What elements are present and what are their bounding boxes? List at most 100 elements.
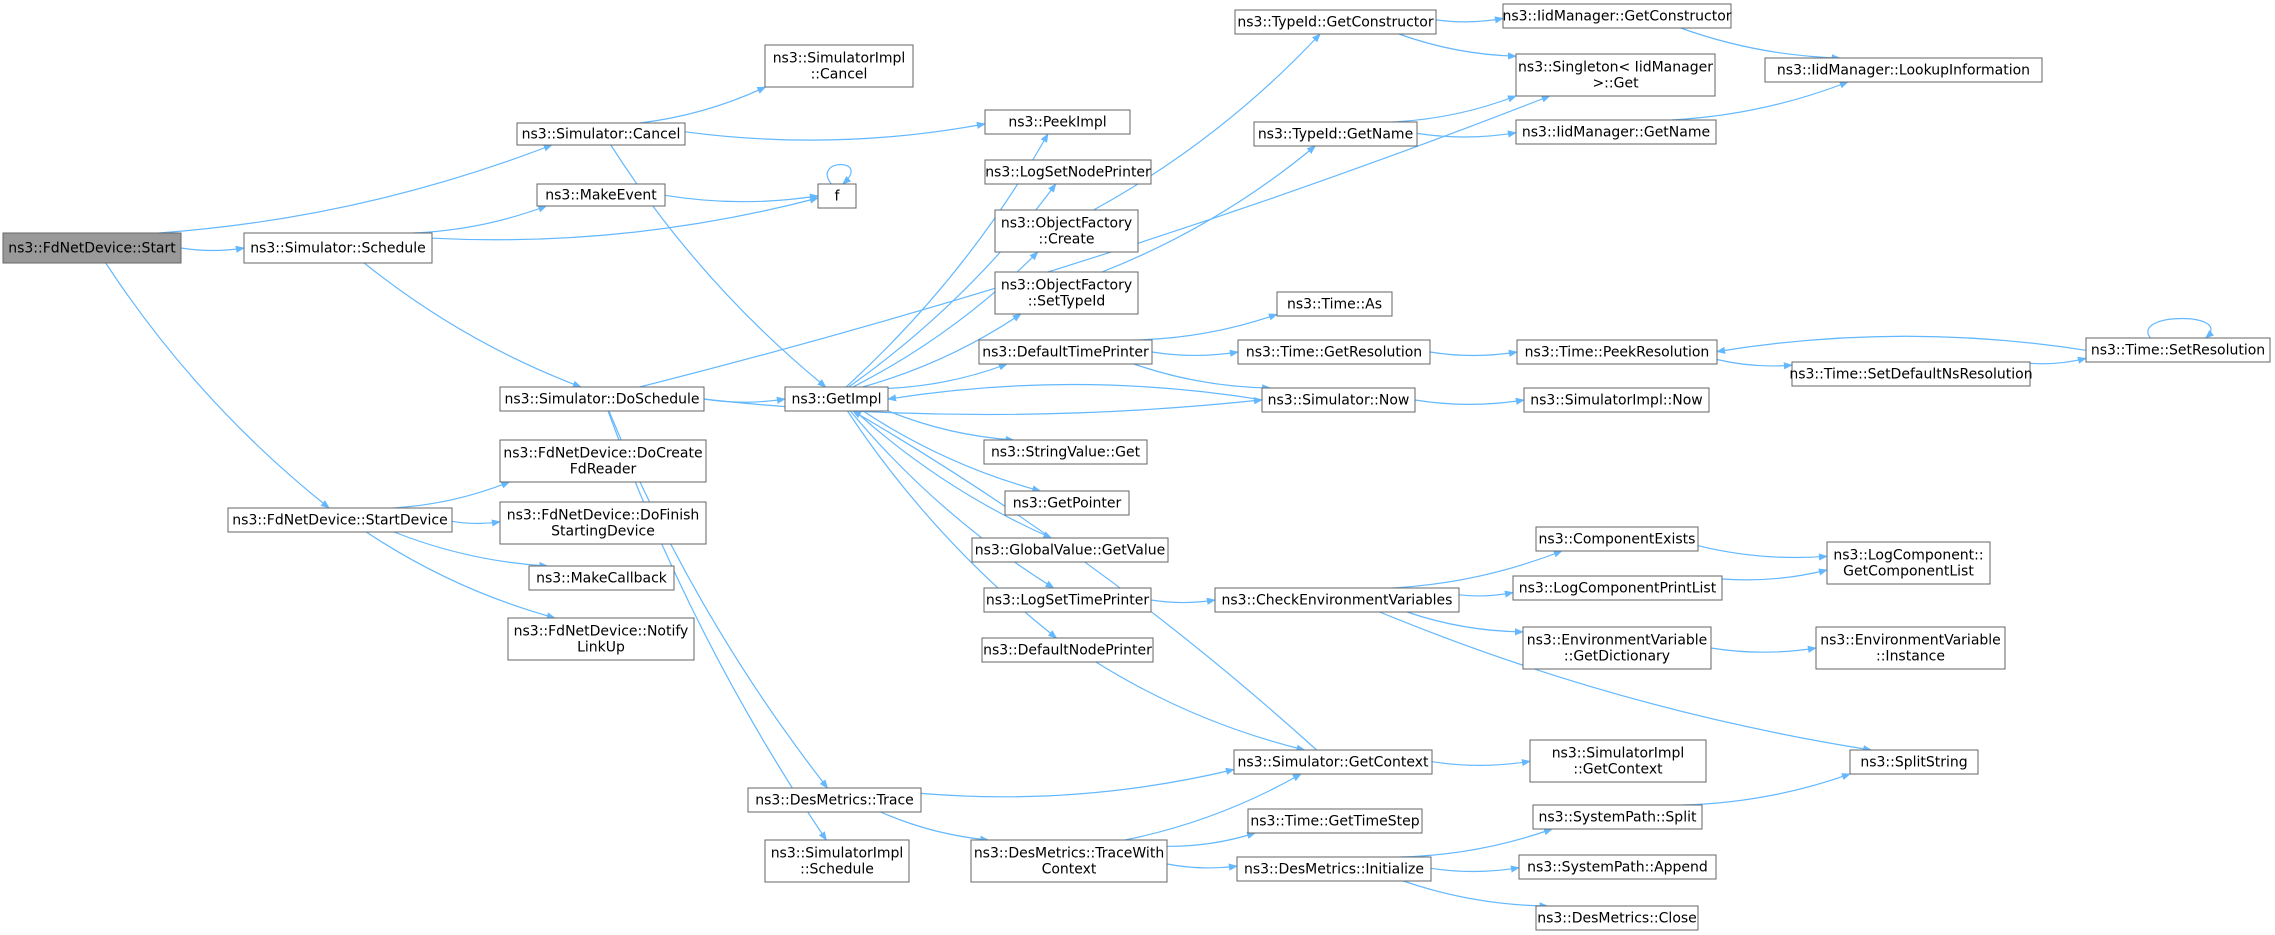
node-componentExists[interactable]: ns3::ComponentExists bbox=[1535, 526, 1699, 552]
call-edge bbox=[639, 95, 1551, 388]
call-edge bbox=[1392, 550, 1563, 589]
node-getPointer[interactable]: ns3::GetPointer bbox=[1004, 490, 1130, 516]
node-box bbox=[994, 209, 1139, 253]
call-edge bbox=[1710, 645, 1817, 653]
node-box bbox=[1522, 626, 1712, 670]
call-edge bbox=[1166, 863, 1238, 871]
node-defaultNodePrinter[interactable]: ns3::DefaultNodePrinter bbox=[981, 637, 1154, 663]
node-sysPathSplit[interactable]: ns3::SystemPath::Split bbox=[1532, 804, 1703, 830]
node-box bbox=[2, 232, 182, 264]
node-label: ns3::SplitString bbox=[1860, 755, 1967, 771]
node-checkEnvVars[interactable]: ns3::CheckEnvironmentVariables bbox=[1214, 587, 1460, 613]
node-label: ns3::FdNetDevice::StartDevice bbox=[232, 513, 447, 529]
node-label: ns3::SimulatorImpl bbox=[1552, 746, 1685, 762]
node-label: ns3::ObjectFactory bbox=[1001, 278, 1132, 294]
call-edge bbox=[1379, 611, 1873, 753]
node-box bbox=[1512, 575, 1723, 601]
call-edge bbox=[852, 410, 1318, 751]
node-sysPathAppend[interactable]: ns3::SystemPath::Append bbox=[1518, 854, 1717, 880]
call-edge-line bbox=[1093, 33, 1321, 211]
node-stringValueGet[interactable]: ns3::StringValue::Get bbox=[983, 439, 1148, 465]
node-peekImpl[interactable]: ns3::PeekImpl bbox=[984, 109, 1131, 135]
node-getImpl[interactable]: ns3::GetImpl bbox=[784, 386, 889, 412]
node-logSetNodePrinter[interactable]: ns3::LogSetNodePrinter bbox=[984, 159, 1152, 185]
node-label: ns3::TypeId::GetName bbox=[1258, 127, 1413, 143]
call-edge-line bbox=[1710, 645, 1817, 653]
node-label: ::GetDictionary bbox=[1564, 649, 1670, 665]
call-edge bbox=[1093, 33, 1321, 211]
node-timeAs[interactable]: ns3::Time::As bbox=[1276, 291, 1393, 317]
node-typeIdGetConstructor[interactable]: ns3::TypeId::GetConstructor bbox=[1234, 9, 1437, 35]
call-edge-line bbox=[1151, 349, 1239, 357]
node-timeSetResolution[interactable]: ns3::Time::SetResolution bbox=[2085, 337, 2271, 363]
node-splitString[interactable]: ns3::SplitString bbox=[1849, 749, 1979, 775]
node-makeEvent[interactable]: ns3::MakeEvent bbox=[536, 183, 666, 207]
node-label: Context bbox=[1042, 862, 1097, 878]
call-edge bbox=[365, 531, 556, 620]
node-cancel[interactable]: ns3::Simulator::Cancel bbox=[516, 122, 686, 146]
node-simImplGetContext[interactable]: ns3::SimulatorImpl::GetContext bbox=[1529, 739, 1707, 783]
node-box bbox=[1234, 9, 1437, 35]
node-typeIdGetName[interactable]: ns3::TypeId::GetName bbox=[1253, 121, 1418, 147]
node-globalValueGetValue[interactable]: ns3::GlobalValue::GetValue bbox=[971, 537, 1169, 563]
node-box bbox=[981, 637, 1154, 663]
node-logComponentGetComponentList[interactable]: ns3::LogComponent::GetComponentList bbox=[1826, 541, 1991, 585]
call-edge-line bbox=[849, 410, 1055, 589]
node-ofSetTypeId[interactable]: ns3::ObjectFactory::SetTypeId bbox=[994, 271, 1139, 315]
node-iidGetName[interactable]: ns3::IidManager::GetName bbox=[1515, 119, 1717, 145]
node-makeCallback[interactable]: ns3::MakeCallback bbox=[528, 565, 675, 591]
call-edge-line bbox=[1721, 568, 1828, 581]
call-edge bbox=[1398, 33, 1517, 60]
node-timeSetDefaultNsResolution[interactable]: ns3::Time::SetDefaultNsResolution bbox=[1789, 361, 2033, 387]
node-defaultTimePrinter[interactable]: ns3::DefaultTimePrinter bbox=[978, 339, 1153, 365]
call-edge-line bbox=[158, 144, 553, 234]
node-label: ns3::DefaultNodePrinter bbox=[983, 643, 1152, 659]
node-box bbox=[1532, 804, 1703, 830]
node-label: ::GetContext bbox=[1573, 762, 1663, 778]
call-edge bbox=[451, 519, 501, 527]
node-schedule[interactable]: ns3::Simulator::Schedule bbox=[243, 232, 433, 264]
node-box bbox=[747, 787, 922, 813]
node-logComponentPrintList[interactable]: ns3::LogComponentPrintList bbox=[1512, 575, 1723, 601]
node-simImplCancel[interactable]: ns3::SimulatorImpl::Cancel bbox=[764, 44, 914, 88]
call-edge bbox=[1124, 773, 1302, 841]
node-simGetContext[interactable]: ns3::Simulator::GetContext bbox=[1233, 749, 1433, 775]
call-edge bbox=[393, 481, 511, 509]
node-desInitialize[interactable]: ns3::DesMetrics::Initialize bbox=[1236, 856, 1432, 882]
node-simImplSchedule[interactable]: ns3::SimulatorImpl::Schedule bbox=[764, 839, 910, 883]
call-edge-line bbox=[1403, 880, 1549, 910]
node-envVarGetDictionary[interactable]: ns3::EnvironmentVariable::GetDictionary bbox=[1522, 626, 1712, 670]
node-singletonGet[interactable]: ns3::Singleton< IidManager>::Get bbox=[1515, 53, 1716, 97]
node-timePeekResolution[interactable]: ns3::Time::PeekResolution bbox=[1516, 339, 1718, 365]
node-timeGetTimeStep[interactable]: ns3::Time::GetTimeStep bbox=[1247, 808, 1423, 834]
call-edge bbox=[1721, 568, 1828, 581]
node-desClose[interactable]: ns3::DesMetrics::Close bbox=[1535, 905, 1699, 931]
call-edge-line bbox=[1431, 759, 1531, 767]
node-box bbox=[817, 183, 857, 209]
node-logSetTimePrinter[interactable]: ns3::LogSetTimePrinter bbox=[983, 587, 1152, 613]
node-startDevice[interactable]: ns3::FdNetDevice::StartDevice bbox=[227, 507, 453, 533]
node-label: ns3::DesMetrics::Initialize bbox=[1244, 862, 1424, 878]
node-f[interactable]: f bbox=[817, 183, 857, 209]
node-doSchedule[interactable]: ns3::Simulator::DoSchedule bbox=[499, 386, 705, 412]
node-start[interactable]: ns3::FdNetDevice::Start bbox=[2, 232, 182, 264]
node-timeGetResolution[interactable]: ns3::Time::GetResolution bbox=[1237, 339, 1431, 365]
node-label: ns3::SystemPath::Split bbox=[1539, 810, 1697, 826]
node-label: ns3::LogComponentPrintList bbox=[1519, 581, 1717, 597]
node-desTrace[interactable]: ns3::DesMetrics::Trace bbox=[747, 787, 922, 813]
node-box bbox=[994, 271, 1139, 315]
node-iidLookupInformation[interactable]: ns3::IidManager::LookupInformation bbox=[1764, 57, 2043, 83]
node-envVarInstance[interactable]: ns3::EnvironmentVariable::Instance bbox=[1815, 626, 2006, 670]
node-simNow[interactable]: ns3::Simulator::Now bbox=[1261, 387, 1416, 413]
node-simImplNow[interactable]: ns3::SimulatorImpl::Now bbox=[1523, 387, 1710, 413]
node-iidGetConstructor[interactable]: ns3::IidManager::GetConstructor bbox=[1502, 3, 1732, 29]
call-edge bbox=[363, 262, 582, 388]
node-label: ns3::MakeEvent bbox=[545, 188, 657, 204]
node-ofCreate[interactable]: ns3::ObjectFactory::Create bbox=[994, 209, 1139, 253]
call-edge-line bbox=[1379, 611, 1873, 753]
